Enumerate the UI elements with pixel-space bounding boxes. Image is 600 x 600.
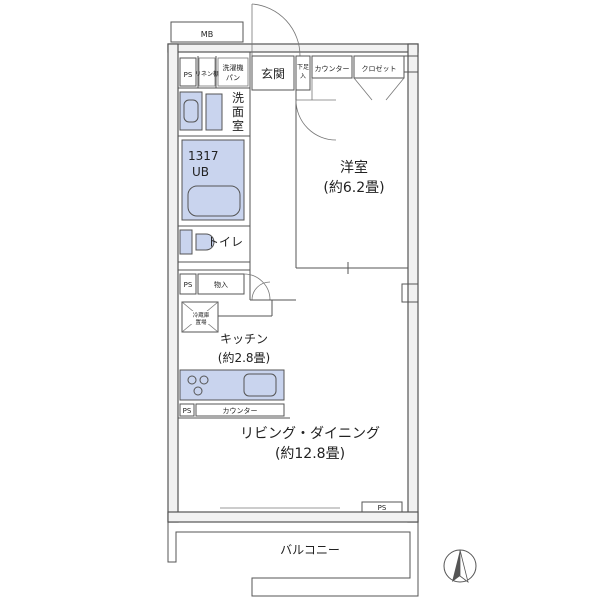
closet [353, 55, 405, 79]
shoebox-label-2: 入 [300, 73, 306, 80]
washer-label-1: 洗濯機 [223, 63, 244, 72]
western-label-1: 洋室 [340, 159, 368, 176]
ps-mid-label: PS [184, 281, 193, 289]
storage-label: 物入 [214, 280, 228, 289]
storage-box [197, 273, 245, 295]
wash-label-3: 室 [232, 118, 244, 133]
bath-label-1: 1317 [188, 149, 219, 163]
western-label-2: (約6.2畳) [323, 180, 384, 196]
mb-box [170, 21, 244, 43]
fridge-label-2: 置場 [195, 318, 207, 326]
balcony-outline [167, 522, 419, 597]
front-door-swing [251, 3, 301, 57]
closet-label: クロゼット [362, 64, 397, 73]
counter-kitchen-label: カウンター [223, 406, 258, 415]
living-label-2: (約12.8畳) [275, 446, 345, 462]
entrance-box [251, 55, 295, 91]
kitchen-sink [243, 373, 277, 397]
stove-burner-icon [187, 375, 197, 385]
mb-label: MB [201, 30, 213, 39]
unit-bath [181, 139, 245, 221]
ps-bottom-label: PS [378, 504, 387, 512]
washer-label-2: パン [226, 74, 240, 82]
western-door-swing [295, 99, 337, 141]
column-mid-right [401, 283, 419, 303]
counter-top-label: カウンター [315, 64, 350, 73]
washbasin-fixture [205, 93, 223, 131]
stove-burner-icon [199, 375, 209, 385]
kitchen-label-1: キッチン [220, 332, 268, 346]
bathtub [187, 185, 241, 217]
entrance-label: 玄関 [261, 66, 285, 81]
fridge-label-1: 冷蔵庫 [193, 311, 210, 319]
left-wall [167, 43, 179, 523]
living-label-1: リビング・ダイニング [240, 426, 380, 442]
counter-top [311, 55, 353, 79]
vanity-fixture [179, 91, 203, 131]
kitchen-bar-counter [195, 403, 285, 417]
toilet-label: トイレ [207, 235, 243, 249]
bath-label-2: UB [192, 165, 209, 179]
wash-label-2: 面 [232, 105, 244, 119]
closet-doors [353, 77, 405, 101]
stove-burner-icon [193, 386, 203, 396]
wash-label-1: 洗 [232, 91, 244, 105]
kitchen-label-2: (約2.8畳) [218, 350, 270, 365]
right-wall [407, 43, 419, 523]
fridge-space [181, 301, 219, 333]
ps-top-label: PS [184, 71, 193, 79]
toilet-fixture [195, 233, 215, 251]
bottom-wall [167, 511, 419, 523]
top-wall [167, 43, 419, 53]
linen-label: リネン棚 [195, 70, 219, 78]
balcony-label: バルコニー [280, 543, 340, 557]
ps-kitchen-label: PS [183, 407, 192, 415]
shoebox-label-1: 下足 [297, 64, 309, 71]
north-arrow-icon [443, 549, 477, 583]
